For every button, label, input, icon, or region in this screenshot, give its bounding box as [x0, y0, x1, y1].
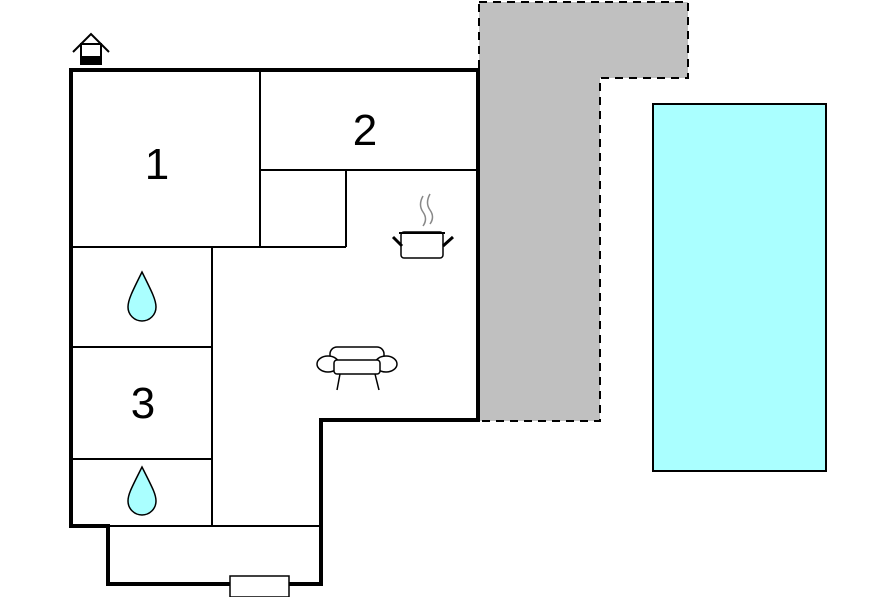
house-outline: [69, 68, 480, 586]
water-drop-icon: [127, 270, 157, 322]
terrace-area: [478, 1, 689, 422]
swimming-pool: [652, 103, 827, 472]
interior-walls: [71, 70, 478, 527]
room-1-label: 1: [145, 140, 169, 189]
water-drop-icon: [127, 465, 157, 516]
room-2-label: 2: [353, 106, 377, 155]
sofa-icon: [316, 346, 398, 391]
room-3-label: 3: [131, 379, 155, 428]
window-icon: [229, 575, 290, 597]
cooking-pot-icon: [391, 193, 455, 259]
house-entrance-icon: [72, 32, 110, 65]
